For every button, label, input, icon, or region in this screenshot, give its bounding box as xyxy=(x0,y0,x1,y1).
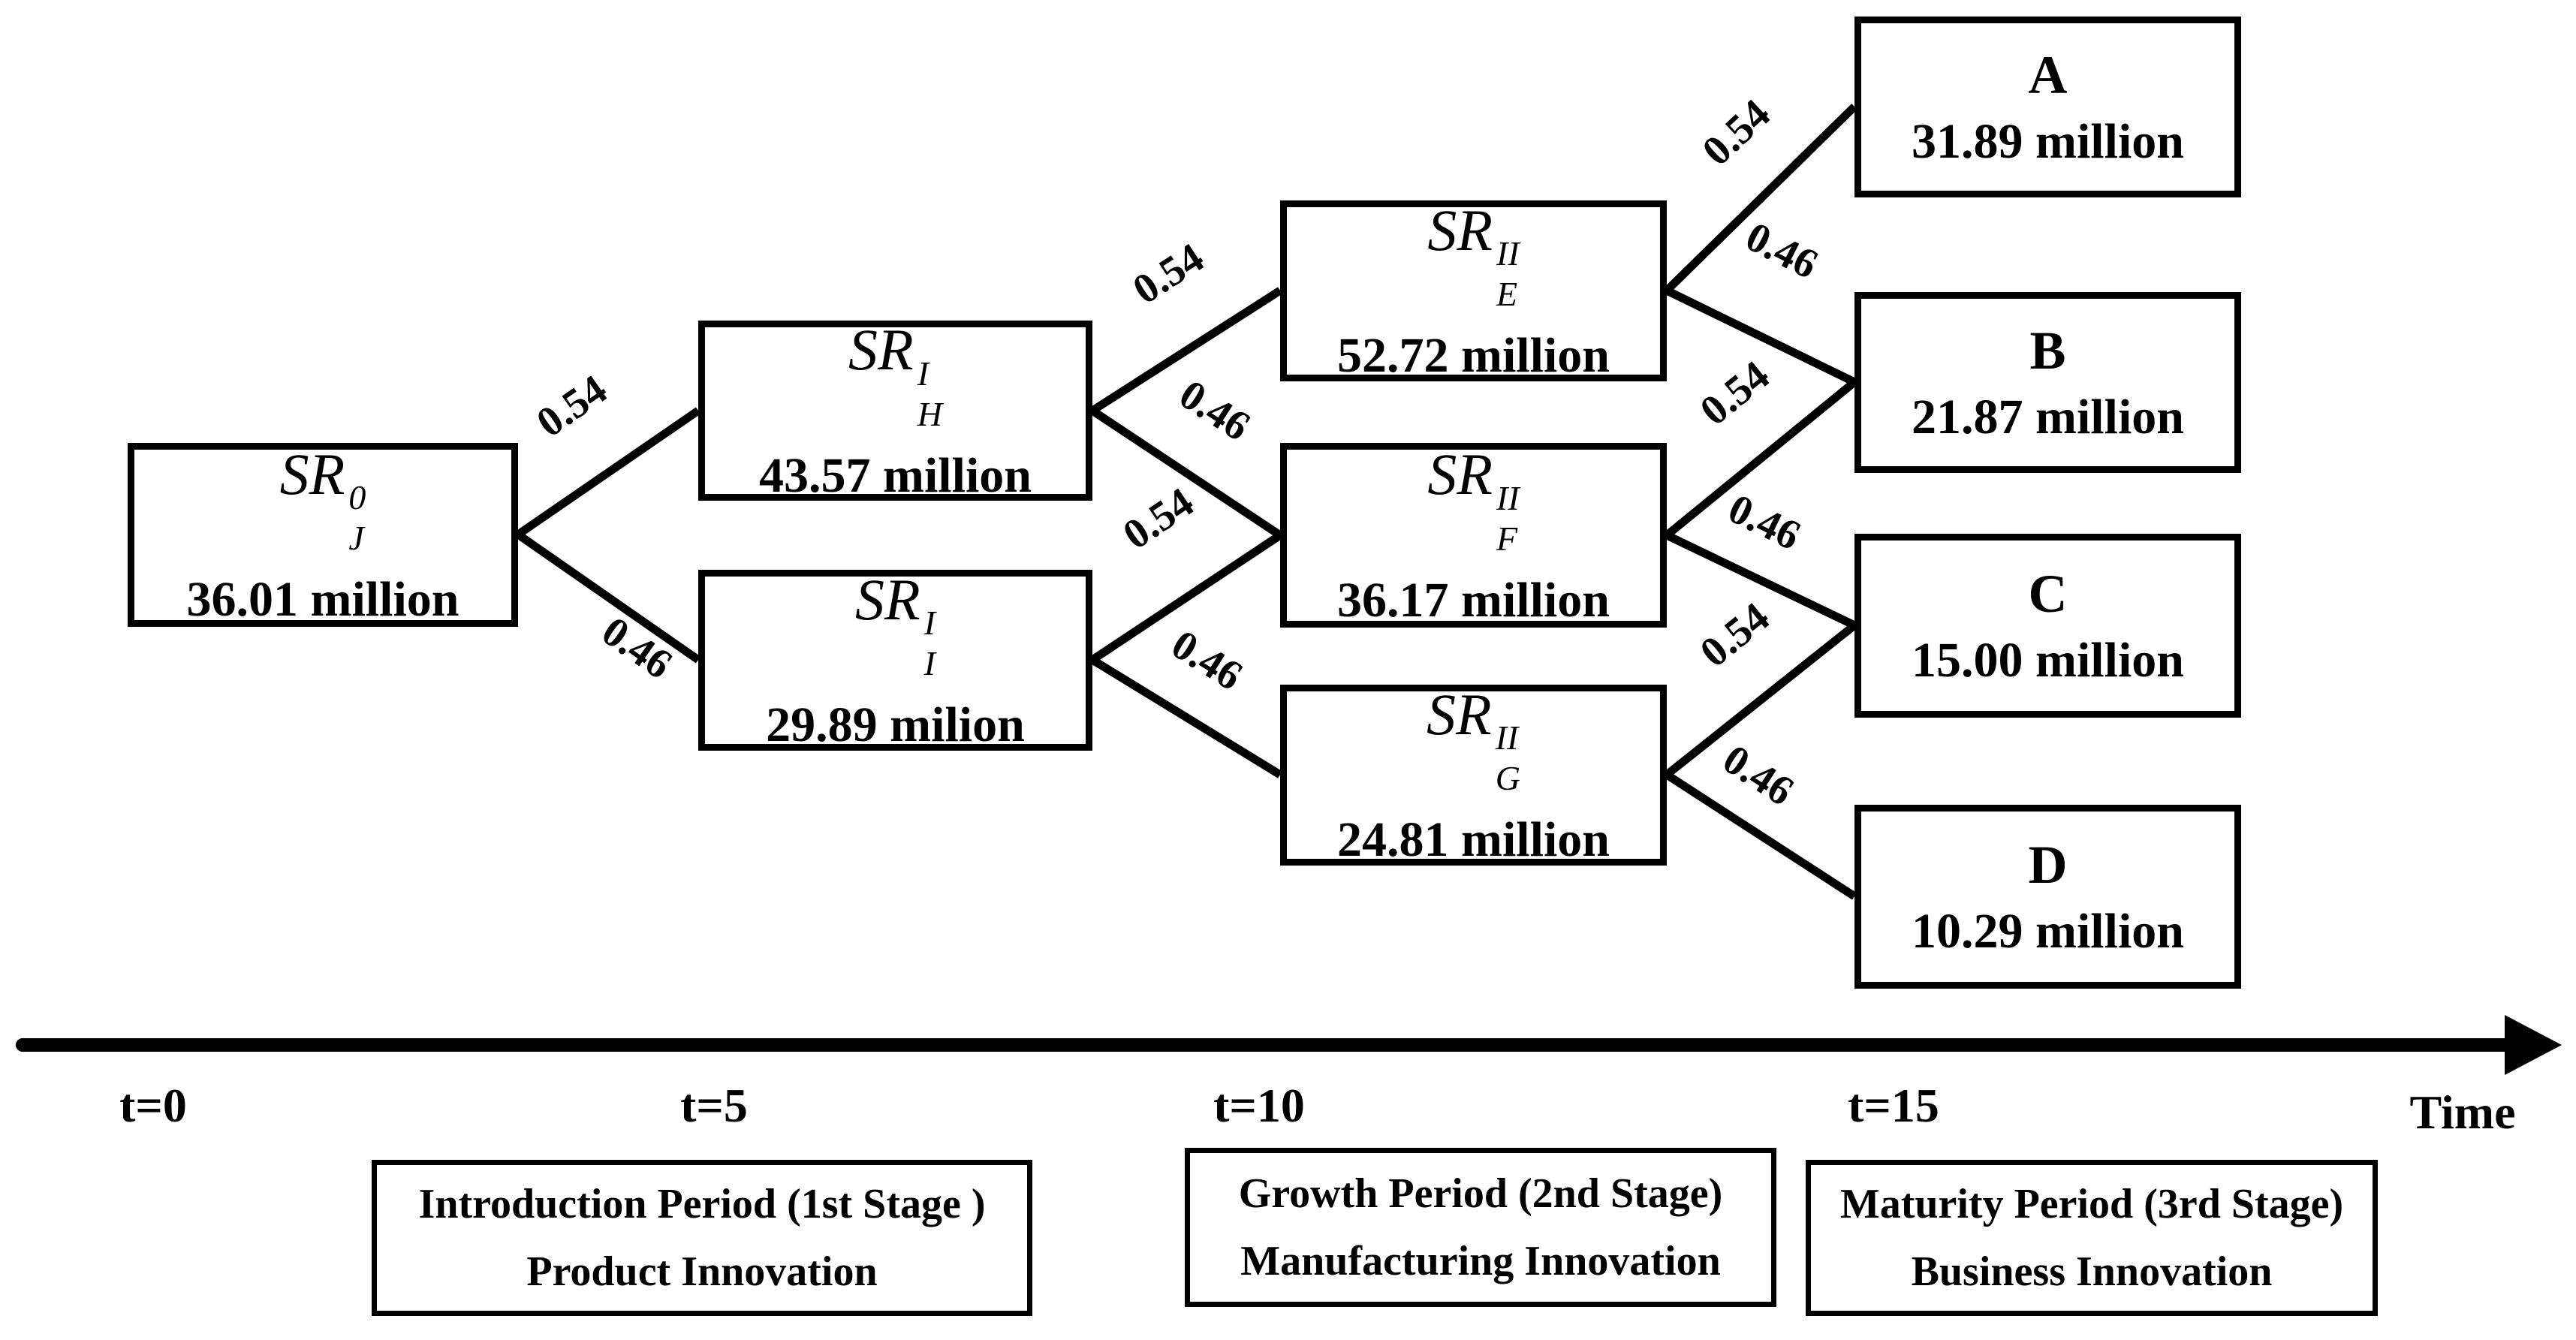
node-E-superscript: II xyxy=(1496,234,1520,273)
node-H-subscript: H xyxy=(917,394,942,433)
node-G-superscript: II xyxy=(1495,718,1519,757)
node-E-subscript: E xyxy=(1496,275,1518,314)
node-H-superscript: I xyxy=(917,354,929,393)
node-C-value: 15.00 million xyxy=(1911,632,2185,688)
node-J-superscript: 0 xyxy=(348,478,366,517)
edge-line-E-A xyxy=(1664,104,1857,294)
timeline-tick-t10: t=10 xyxy=(1213,1079,1305,1132)
node-B-label: B xyxy=(2029,320,2066,381)
edge-prob-G-C: 0.54 xyxy=(1692,594,1778,676)
node-box-A: A 31.89 million xyxy=(1854,17,2241,197)
node-F-subscript: F xyxy=(1496,519,1518,558)
period-growth-line2: Manufacturing Innovation xyxy=(1240,1238,1721,1284)
node-A-label: A xyxy=(2028,44,2068,105)
node-G-value: 24.81 million xyxy=(1336,812,1610,868)
edge-prob-H-E: 0.54 xyxy=(1125,234,1212,313)
period-maturity-line1: Maturity Period (3rd Stage) xyxy=(1839,1181,2344,1227)
edge-line-F-B xyxy=(1664,378,1857,539)
node-I-subscript: I xyxy=(923,644,935,683)
node-J-subscript: J xyxy=(348,519,364,558)
period-box-introduction: Introduction Period (1st Stage ) Product… xyxy=(372,1160,1032,1316)
node-J-value: 36.01 million xyxy=(186,572,459,628)
node-I-value: 29.89 milion xyxy=(766,697,1025,753)
edge-line-I-F xyxy=(1089,531,1283,664)
edge-line-E-B xyxy=(1665,287,1857,386)
edge-line-G-D xyxy=(1665,771,1857,900)
edge-prob-I-G: 0.46 xyxy=(1164,621,1251,700)
edge-line-J-I xyxy=(515,531,701,664)
node-H-value: 43.57 million xyxy=(758,447,1032,503)
period-box-maturity: Maturity Period (3rd Stage) Business Inn… xyxy=(1806,1160,2378,1316)
node-box-D: D 10.29 million xyxy=(1854,805,2241,989)
edge-prob-H-F: 0.46 xyxy=(1171,371,1258,450)
period-box-growth: Growth Period (2nd Stage) Manufacturing … xyxy=(1185,1148,1776,1307)
edge-line-H-F xyxy=(1089,407,1283,539)
node-D-value: 10.29 million xyxy=(1911,903,2185,959)
edge-prob-J-H: 0.54 xyxy=(529,366,616,447)
node-A-value: 31.89 million xyxy=(1911,113,2185,169)
time-axis-label: Time xyxy=(2409,1086,2516,1139)
node-box-C: C 15.00 million xyxy=(1854,534,2241,718)
period-introduction-line1: Introduction Period (1st Stage ) xyxy=(418,1181,986,1227)
timeline-tick-t15: t=15 xyxy=(1848,1079,1939,1132)
period-introduction-line2: Product Innovation xyxy=(526,1248,878,1295)
edge-line-J-H xyxy=(515,407,701,538)
node-box-B: B 21.87 million xyxy=(1854,292,2241,473)
node-D-label: D xyxy=(2028,834,2068,895)
time-axis-arrowhead-icon xyxy=(2505,1015,2562,1075)
edge-prob-G-D: 0.46 xyxy=(1715,736,1802,815)
timeline-tick-t0: t=0 xyxy=(119,1079,187,1132)
edge-prob-I-F: 0.54 xyxy=(1115,479,1202,559)
node-F-superscript: II xyxy=(1496,478,1520,517)
node-G-subscript: G xyxy=(1495,759,1520,798)
period-maturity-line2: Business Innovation xyxy=(1911,1248,2273,1295)
edge-line-H-E xyxy=(1090,287,1282,414)
edge-prob-J-I: 0.46 xyxy=(593,608,680,688)
edge-prob-E-A: 0.54 xyxy=(1694,91,1779,175)
edge-line-G-C xyxy=(1664,622,1857,778)
node-I-superscript: I xyxy=(923,604,935,643)
edge-line-I-G xyxy=(1090,656,1282,778)
node-F-value: 36.17 million xyxy=(1336,572,1610,628)
edge-prob-E-B: 0.46 xyxy=(1738,213,1824,288)
period-growth-line1: Growth Period (2nd Stage) xyxy=(1238,1170,1723,1217)
node-E-value: 52.72 million xyxy=(1336,328,1610,384)
timeline-tick-t5: t=5 xyxy=(680,1079,748,1132)
node-C-label: C xyxy=(2028,563,2068,624)
edge-line-F-C xyxy=(1665,531,1857,629)
node-B-value: 21.87 million xyxy=(1911,389,2185,444)
edge-prob-F-C: 0.46 xyxy=(1721,485,1807,559)
edge-prob-F-B: 0.54 xyxy=(1692,352,1778,435)
